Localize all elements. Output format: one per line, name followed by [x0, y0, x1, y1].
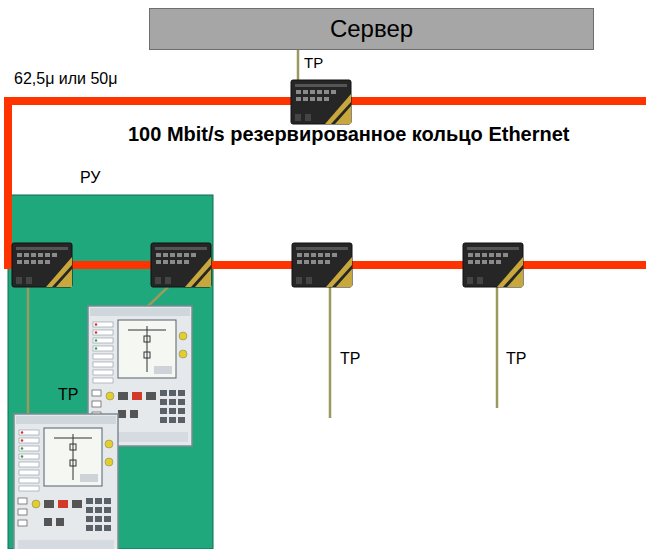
ring-label: 100 Mbit/s резервированное кольцо Ethern…	[128, 123, 570, 146]
tp-cable	[297, 50, 300, 81]
switch-symbol	[463, 243, 523, 287]
cable-label: TP	[304, 54, 323, 71]
switch-symbol	[12, 243, 72, 287]
server-box: Сервер	[149, 8, 594, 50]
fiber-label: 62,5μ или 50μ	[14, 70, 117, 88]
tp-cable	[27, 287, 30, 420]
switch-symbol	[291, 80, 351, 124]
cable-label: TP	[340, 350, 360, 368]
relay-device	[14, 414, 118, 549]
tp-cable	[329, 287, 332, 418]
switchgear-box: РУ	[8, 195, 213, 549]
tp-cable	[496, 287, 499, 408]
ethernet-ring	[8, 101, 646, 265]
node-title: Сервер	[150, 16, 593, 42]
switch-symbol	[292, 243, 352, 287]
cable-label: TP	[506, 350, 526, 368]
tp-cable	[146, 287, 168, 308]
switch-symbol	[151, 243, 211, 287]
area-heading: РУ	[80, 169, 100, 187]
cable-label: TP	[58, 386, 78, 404]
